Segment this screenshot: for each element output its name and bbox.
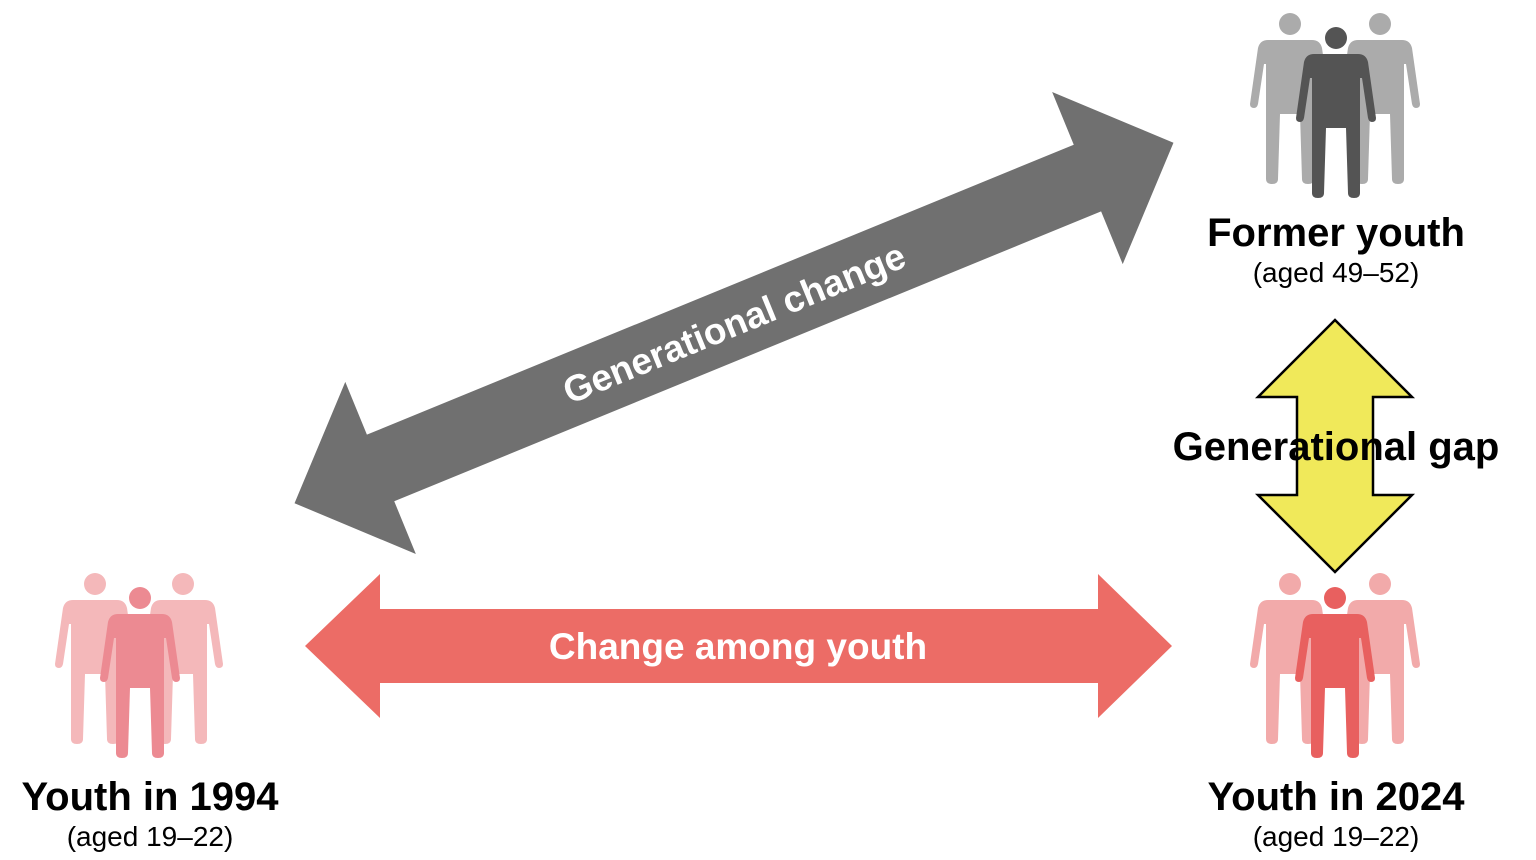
generational-gap-arrow-shape [1254, 318, 1416, 574]
generational-gap-arrow: Generational gap [1173, 318, 1500, 574]
youth-1994-subtitle: (aged 19–22) [66, 821, 234, 852]
former-youth-subtitle: (aged 49–52) [1252, 257, 1420, 288]
youth-2024-title: Youth in 2024 [1207, 775, 1465, 819]
generational-change-arrow-shape [294, 92, 1174, 554]
youth-2024-people-icon [1250, 573, 1420, 758]
youth-1994-title: Youth in 1994 [21, 775, 279, 819]
youth-1994-people-icon [55, 573, 223, 758]
change-among-youth-label: Change among youth [549, 626, 927, 667]
generational-change-label: Generational change [557, 235, 911, 412]
youth-1994-label: Youth in 1994 (aged 19–22) [0, 774, 300, 854]
generational-change-arrow: Generational change [294, 92, 1174, 554]
youth-2024-subtitle: (aged 19–22) [1252, 821, 1420, 852]
generational-gap-label: Generational gap [1173, 425, 1500, 469]
former-youth-label: Former youth (aged 49–52) [1186, 210, 1486, 290]
change-among-youth-arrow-shape [305, 574, 1172, 718]
youth-2024-label: Youth in 2024 (aged 19–22) [1186, 774, 1486, 854]
former-youth-title: Former youth [1207, 211, 1465, 255]
change-among-youth-arrow: Change among youth [305, 574, 1172, 718]
former-youth-people-icon [1250, 13, 1420, 198]
